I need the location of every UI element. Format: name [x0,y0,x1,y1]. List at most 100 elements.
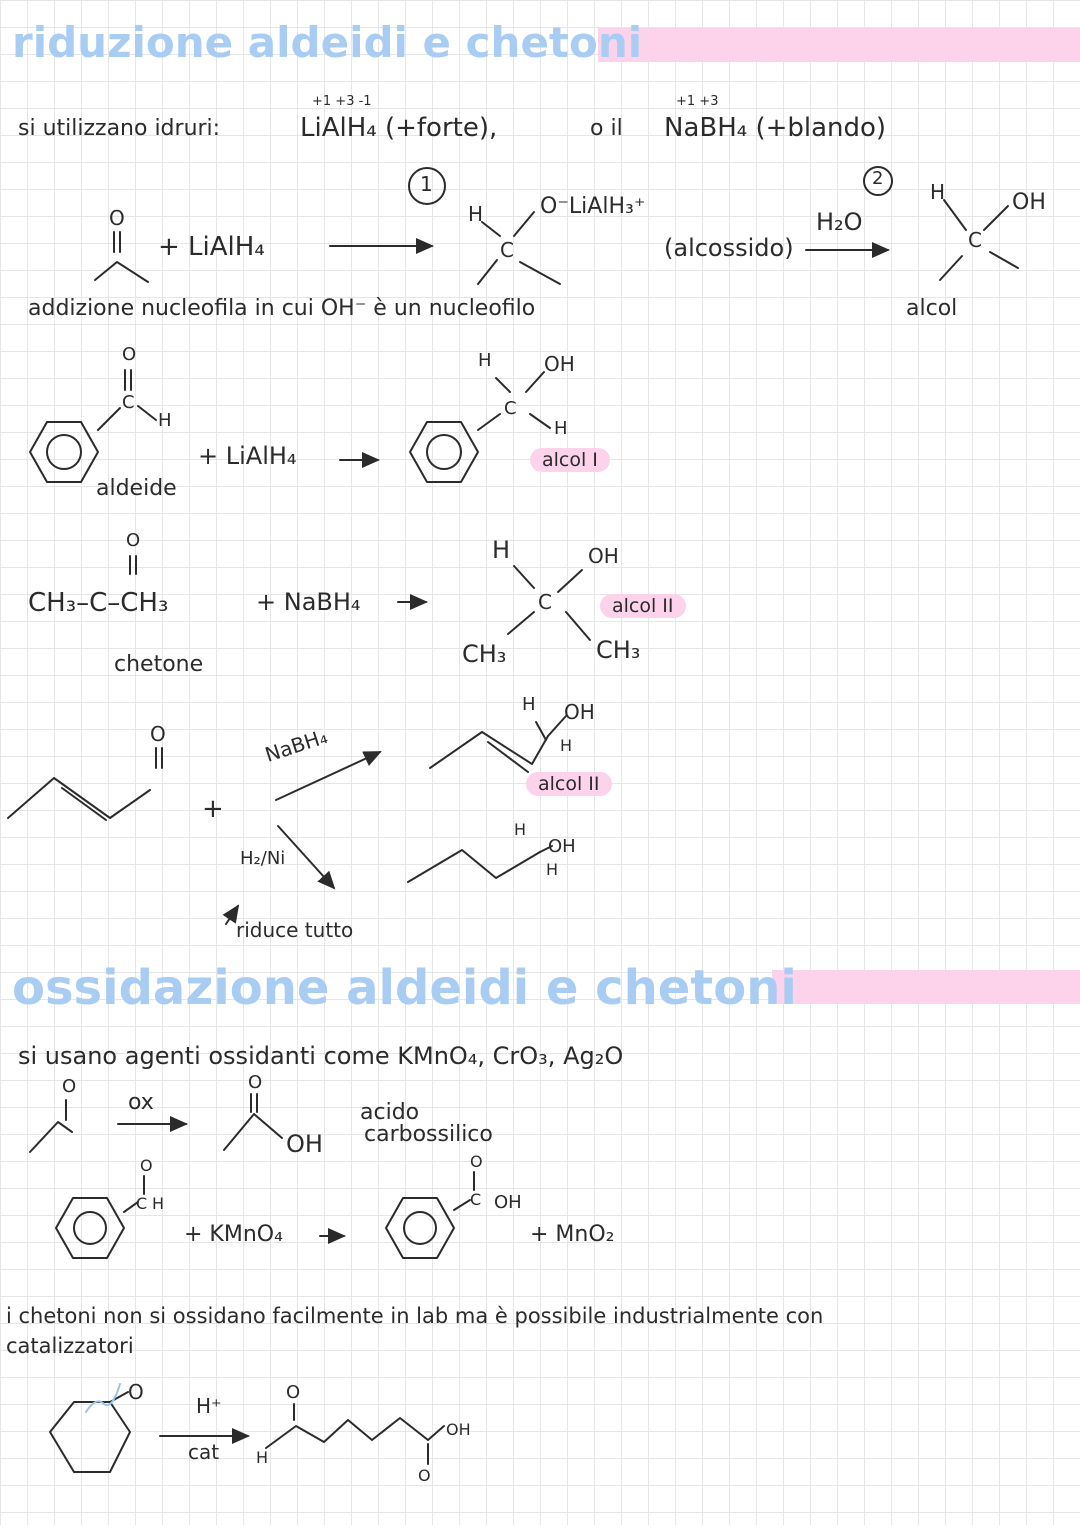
benzacid-bond [453,1199,471,1211]
benzene-ring-4 [385,1197,455,1259]
ketone-label: chetone [114,652,204,677]
step-1-circle [408,167,446,205]
nabh4-oxidation-states: +1 +3 [676,94,719,109]
aldehyde-o: O [122,344,137,365]
alcohol-secondary-tag-2: alcol II [526,772,612,796]
alc1-bond-oh [525,371,545,393]
benzene-circle-1 [46,434,82,470]
diacid-o-bottom: O [418,1466,431,1485]
title-highlight-2 [772,970,1080,1004]
benzald-h: H [152,1194,165,1213]
hydride-intro: si utilizzano idruri: [18,116,221,141]
or-word: o il [590,116,623,141]
ald-o-ox: O [62,1076,77,1097]
alc3-h2: H [560,736,573,755]
int-bond-h [481,221,501,237]
product-h: H [930,180,946,204]
alc2-bond-l [507,611,535,635]
section-title-oxidation: ossidazione aldeidi e chetoni [12,960,797,1016]
diacid-h: H [256,1448,269,1467]
intermediate-c: C [500,238,514,262]
enone-plus: + [202,794,224,824]
acid-o: O [248,1072,263,1093]
aldehyde-label: aldeide [96,476,177,501]
diacid-oh: OH [446,1420,471,1439]
acid-label-2: carbossilico [364,1122,493,1147]
sat-h: H [514,820,527,839]
alcohol-secondary-tag: alcol II [600,594,686,618]
adipic-chain [265,1417,445,1449]
aldehyde-c: C [122,392,135,413]
ox-label: ox [128,1090,154,1115]
title-highlight-1 [598,28,1080,62]
ketone-formula: CH₃–C–CH₃ [28,588,169,618]
nabh4-arrow [275,751,382,801]
int-bond-r [519,261,561,285]
aldehyde-reagent: + LiAlH₄ [198,442,297,470]
alc2-bond-r [565,611,591,641]
benzene-ring-1 [29,421,99,483]
benzacid-o: O [470,1152,483,1171]
section-title-reduction: riduzione aldeidi e chetoni [12,18,643,67]
aldehyde-h: H [158,410,172,431]
cleavage-mark [85,1383,121,1413]
saturated-alcohol-chain [407,849,541,883]
catalyst-cat: cat [188,1440,220,1464]
alc1-bond-ring [477,413,501,431]
lialh4-oxidation-states: +1 +3 -1 [312,94,372,109]
alcohol-primary-tag: alcol I [530,448,610,472]
alc2-ch3-left: CH₃ [462,640,507,668]
benzene-ring-3 [55,1197,125,1259]
ketone-reagent: + NaBH₄ [256,588,361,616]
benzald-bond [123,1201,139,1213]
alc1-oh: OH [544,352,575,376]
prod-bond-l [939,255,963,281]
benzald-ch: C [136,1194,148,1213]
benzene-circle-4 [403,1211,437,1245]
reduces-all-note: riduce tutto [236,918,354,942]
allylic-double [487,741,529,773]
h2ni-arrow [277,825,336,890]
acid-label-1: acido [360,1100,420,1125]
kmno4-reagent: + KMnO₄ [184,1222,283,1247]
h2-ni-label: H₂/Ni [240,848,286,869]
r1-skeleton [94,261,149,283]
alc3-h: H [522,694,536,715]
sat-oh: OH [548,836,576,857]
enone-double [61,787,107,821]
step-2-number: 2 [872,168,884,189]
allylic-bond-h [535,721,547,741]
intermediate-h: H [468,202,484,226]
ketone-oxidation-note-2: catalizzatori [6,1334,134,1358]
oxidants-intro: si usano agenti ossidanti come KMnO₄, Cr… [18,1042,624,1070]
lialh4-reagent: LiAlH₄ (+forte), [300,113,498,143]
alc1-h-top: H [478,350,492,371]
allylic-alcohol-chain [429,731,549,769]
ald-bond-h [137,405,157,421]
nabh4-reagent: NaBH₄ (+blando) [664,113,887,143]
benzacid-c: C [470,1190,482,1209]
sat-h2: H [546,860,559,879]
ketone-oxidation-note: i chetoni non si ossidano facilmente in … [6,1304,824,1328]
prod-bond-oh [983,205,1009,231]
benzene-circle-3 [73,1211,107,1245]
prod-bond-r [989,251,1019,269]
alc2-bond-h [513,565,535,589]
acetaldehyde [29,1121,73,1153]
water-reagent: H₂O [816,208,863,236]
acetic-acid [223,1113,283,1151]
alc2-c: C [538,590,552,614]
ald-bond-ring [97,407,121,431]
int-bond-o [513,211,535,237]
benzene-circle-2 [426,434,462,470]
product-oh: OH [1012,190,1046,215]
acid-oh: OH [286,1130,323,1158]
ketone-o: O [126,530,141,551]
mechanism-note: addizione nucleofila in cui OH⁻ è un nuc… [28,296,536,321]
catalyst-h-plus: H⁺ [196,1394,222,1418]
alc2-h: H [492,536,511,564]
cyclohexanone-o: O [128,1380,144,1404]
prod-bond-h [943,199,967,231]
intermediate-group: O⁻LiAlH₃⁺ [540,194,646,219]
